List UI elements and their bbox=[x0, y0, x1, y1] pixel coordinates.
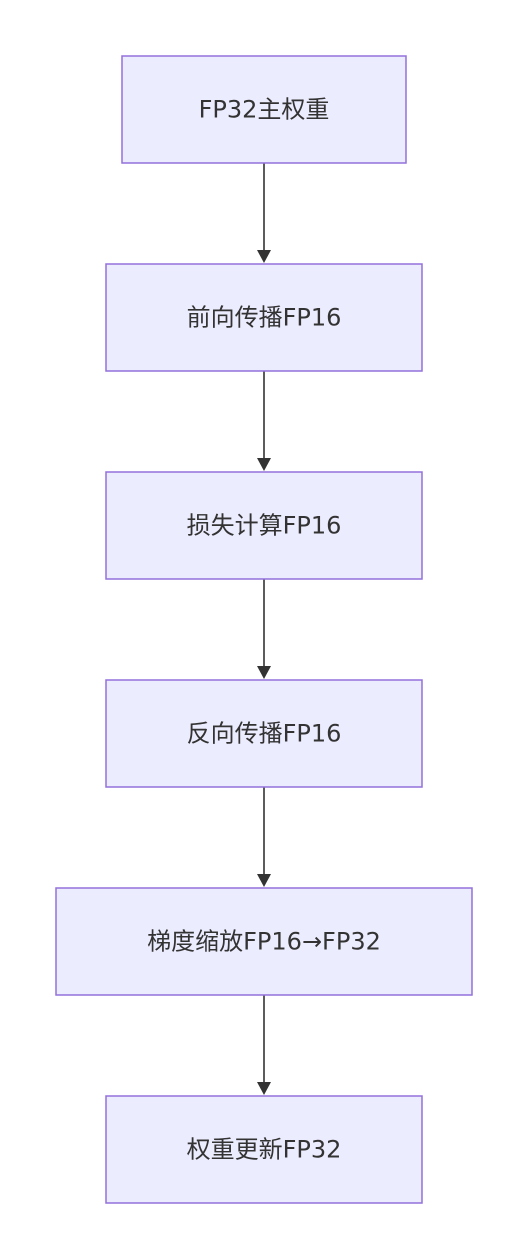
flow-node-box bbox=[105, 679, 423, 788]
flow-edge-n5-n6 bbox=[257, 995, 271, 1095]
flow-node-n3: 损失计算FP16 bbox=[105, 471, 423, 580]
flow-node-n2: 前向传播FP16 bbox=[105, 263, 423, 372]
edges-layer bbox=[257, 163, 271, 1095]
arrowhead-icon bbox=[257, 1082, 271, 1095]
flow-node-box bbox=[105, 263, 423, 372]
flow-node-box bbox=[121, 55, 407, 164]
flow-node-label: 梯度缩放FP16→FP32 bbox=[147, 928, 381, 956]
flow-node-n1: FP32主权重 bbox=[121, 55, 407, 164]
flow-edge-n4-n5 bbox=[257, 787, 271, 887]
flow-node-label: 损失计算FP16 bbox=[187, 512, 342, 540]
flow-node-label: 权重更新FP32 bbox=[187, 1136, 342, 1164]
flow-node-label: 反向传播FP16 bbox=[187, 720, 342, 748]
flow-edge-n1-n2 bbox=[257, 163, 271, 263]
arrowhead-icon bbox=[257, 666, 271, 679]
flow-edge-n2-n3 bbox=[257, 371, 271, 471]
flow-node-box bbox=[55, 887, 473, 996]
arrowhead-icon bbox=[257, 874, 271, 887]
flow-node-n4: 反向传播FP16 bbox=[105, 679, 423, 788]
flow-node-label: 前向传播FP16 bbox=[187, 304, 342, 332]
flow-node-n5: 梯度缩放FP16→FP32 bbox=[55, 887, 473, 996]
flow-node-box bbox=[105, 471, 423, 580]
arrowhead-icon bbox=[257, 250, 271, 263]
arrowhead-icon bbox=[257, 458, 271, 471]
flow-node-n6: 权重更新FP32 bbox=[105, 1095, 423, 1204]
flow-edge-n3-n4 bbox=[257, 579, 271, 679]
flow-node-box bbox=[105, 1095, 423, 1204]
flow-node-label: FP32主权重 bbox=[199, 96, 330, 124]
